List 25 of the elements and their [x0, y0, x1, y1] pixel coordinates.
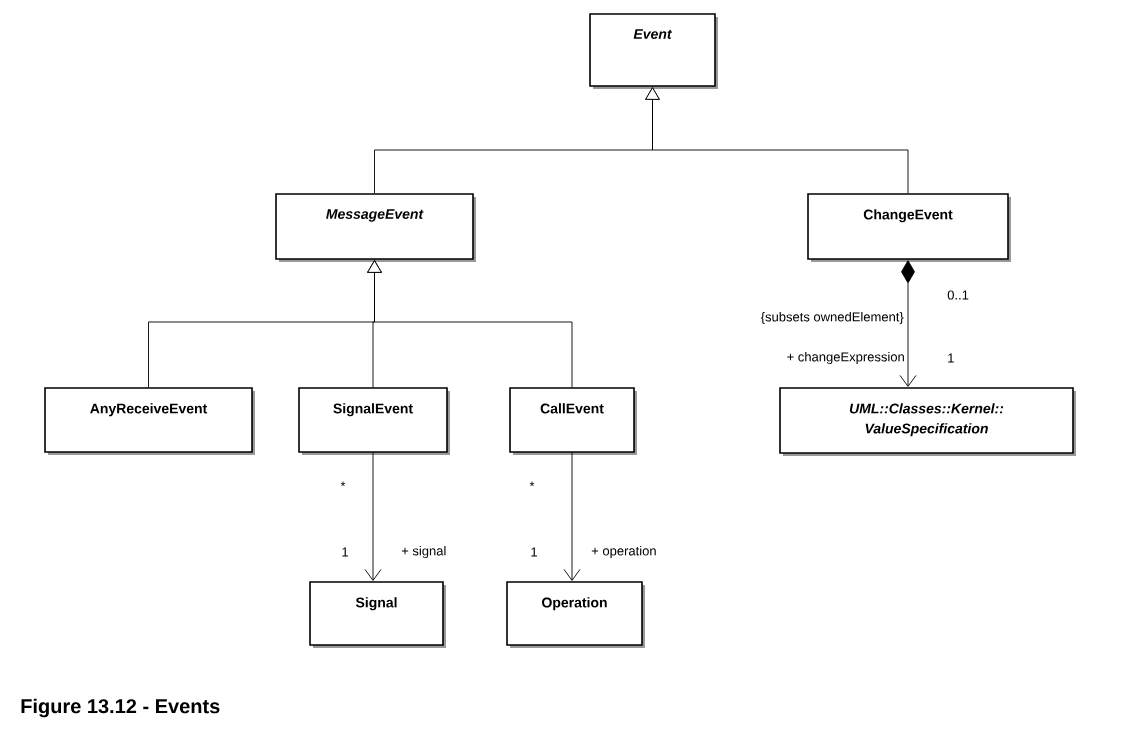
class-box: SignalEvent — [298, 387, 450, 455]
association-arrow — [364, 452, 382, 581]
role-name: + changeExpression — [787, 351, 904, 365]
class-box: Event — [589, 13, 718, 89]
class-box: Signal — [309, 581, 446, 648]
class-box: CallEvent — [509, 387, 637, 455]
multiplicity-label: 0..1 — [947, 290, 969, 300]
class-box: ChangeEvent — [807, 193, 1011, 262]
association-arrow — [899, 260, 917, 387]
figure-caption: Figure 13.12 - Events — [21, 698, 220, 718]
class-box: MessageEvent — [275, 193, 476, 262]
multiplicity-label: 1 — [531, 547, 537, 557]
multiplicity-label: * — [529, 481, 535, 487]
role-name: + signal — [401, 545, 446, 559]
multiplicity-label: 1 — [948, 353, 954, 363]
class-box: UML::Classes::Kernel:: ValueSpecification — [779, 387, 1076, 456]
role-name: + operation — [591, 545, 656, 559]
association-arrow — [563, 452, 581, 581]
multiplicity-label: {subsets ownedElement} — [760, 311, 904, 325]
class-box: Operation — [506, 581, 645, 648]
multiplicity-label: 1 — [342, 547, 348, 557]
association-arrow — [367, 260, 573, 388]
association-arrow — [645, 87, 909, 194]
multiplicity-label: * — [340, 481, 346, 487]
class-box: AnyReceiveEvent — [44, 387, 255, 455]
